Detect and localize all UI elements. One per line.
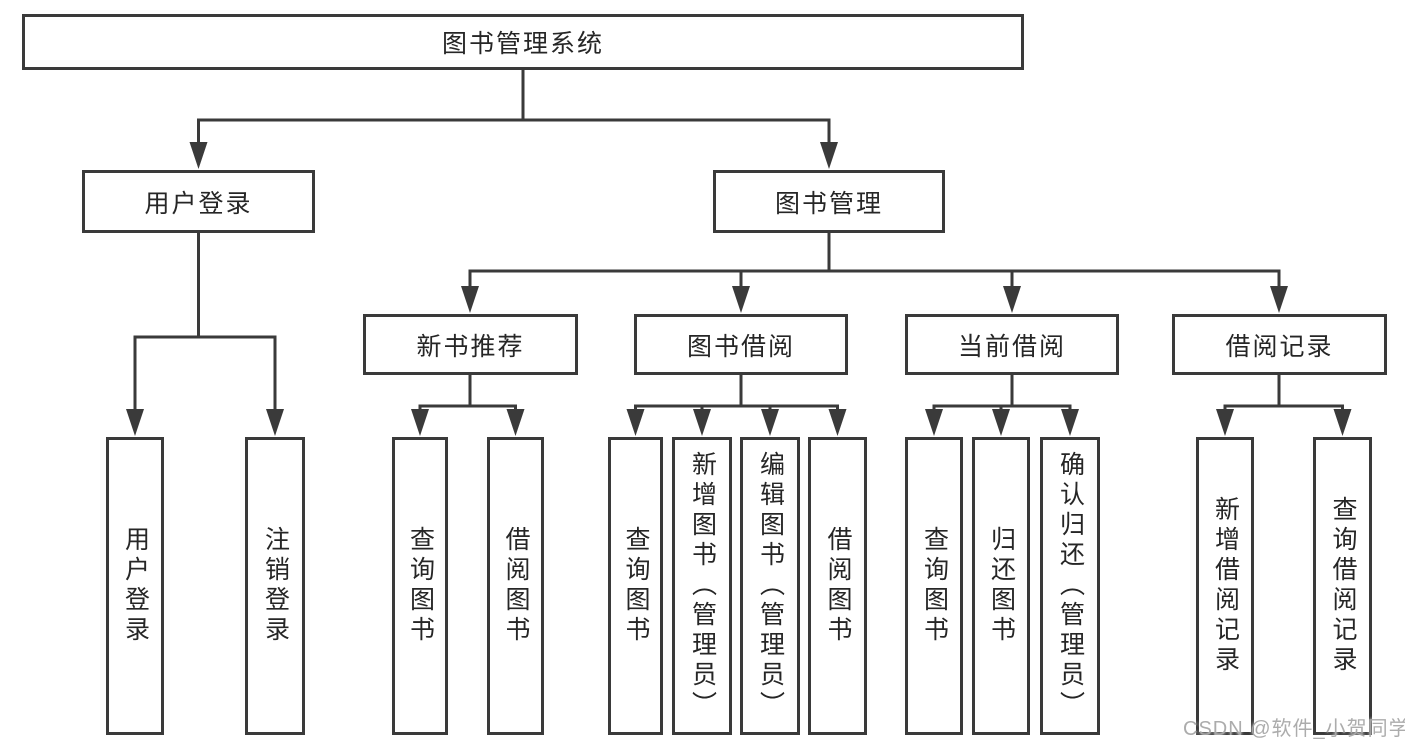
node-logout: 注销登录 bbox=[245, 437, 305, 735]
node-label: 注销登录 bbox=[261, 526, 290, 646]
node-label: 借阅图书 bbox=[502, 526, 530, 646]
node-borrow-books-borrowing: 借阅图书 bbox=[808, 437, 867, 735]
node-query-borrow-record: 查询借阅记录 bbox=[1313, 437, 1372, 735]
node-label: 查询图书 bbox=[622, 526, 650, 646]
node-query-books-borrowing: 查询图书 bbox=[608, 437, 663, 735]
node-return-books: 归还图书 bbox=[972, 437, 1030, 735]
node-library-management-system: 图书管理系统 bbox=[22, 14, 1024, 70]
node-label: 用户登录 bbox=[121, 526, 150, 646]
node-book-management: 图书管理 bbox=[713, 170, 945, 233]
node-query-books-recommend: 查询图书 bbox=[392, 437, 448, 735]
node-user-login-leaf: 用户登录 bbox=[106, 437, 164, 735]
csdn-watermark: CSDN @软件_小贺同学 bbox=[1183, 718, 1405, 740]
node-current-borrowing: 当前借阅 bbox=[905, 314, 1119, 375]
node-label: 新增图书（管理员） bbox=[688, 451, 717, 721]
node-label: 查询图书 bbox=[920, 526, 949, 646]
node-add-borrow-record: 新增借阅记录 bbox=[1196, 437, 1254, 735]
node-label: 查询图书 bbox=[406, 526, 435, 646]
node-label: 借阅图书 bbox=[824, 526, 852, 646]
node-borrowing-records: 借阅记录 bbox=[1172, 314, 1387, 375]
node-new-book-recommendation: 新书推荐 bbox=[363, 314, 578, 375]
node-book-borrowing: 图书借阅 bbox=[634, 314, 848, 375]
node-label: 编辑图书（管理员） bbox=[756, 451, 785, 721]
node-confirm-return-admin: 确认归还（管理员） bbox=[1040, 437, 1100, 735]
node-label: 新增借阅记录 bbox=[1211, 496, 1240, 676]
node-add-book-admin: 新增图书（管理员） bbox=[672, 437, 732, 735]
node-user-login: 用户登录 bbox=[82, 170, 315, 233]
node-query-books-current: 查询图书 bbox=[905, 437, 963, 735]
node-borrow-books-recommend: 借阅图书 bbox=[487, 437, 544, 735]
node-edit-book-admin: 编辑图书（管理员） bbox=[740, 437, 800, 735]
node-label: 归还图书 bbox=[987, 526, 1016, 646]
node-label: 确认归还（管理员） bbox=[1056, 451, 1085, 721]
node-label: 查询借阅记录 bbox=[1329, 496, 1357, 676]
